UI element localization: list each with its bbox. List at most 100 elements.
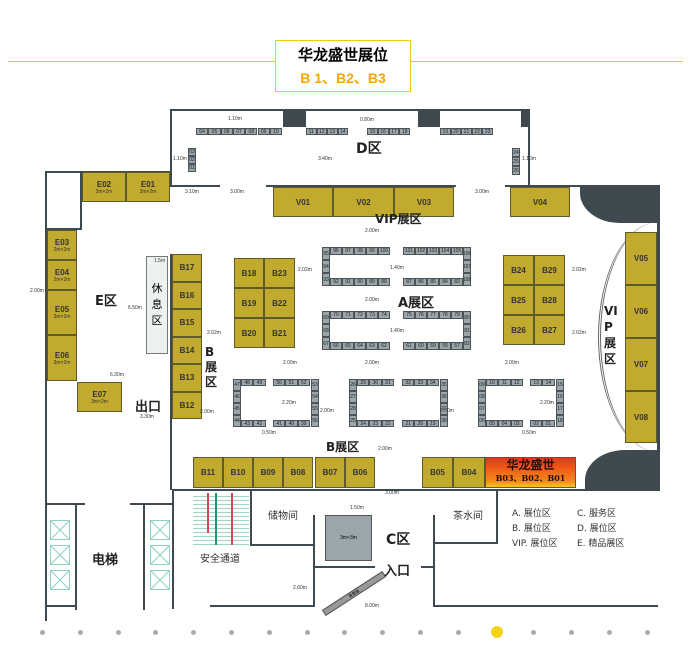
- small-booth-43[interactable]: 43: [241, 420, 254, 427]
- pagination-dot[interactable]: [531, 630, 537, 635]
- booth-B21[interactable]: B21: [264, 318, 295, 348]
- pagination-dot[interactable]: [304, 630, 310, 635]
- small-booth-92[interactable]: 92: [330, 278, 342, 286]
- pagination-dot[interactable]: [266, 630, 272, 635]
- booth-B12[interactable]: B12: [172, 391, 202, 419]
- small-booth-60[interactable]: 60: [415, 342, 427, 350]
- booth-V01[interactable]: V01: [273, 187, 333, 217]
- small-booth-11[interactable]: 11: [306, 128, 317, 135]
- booth-B23[interactable]: B23: [264, 258, 295, 288]
- small-booth-16[interactable]: 16: [556, 391, 564, 403]
- small-booth-83[interactable]: 83: [451, 278, 463, 286]
- booth-B10[interactable]: B10: [223, 457, 253, 488]
- small-booth-76[interactable]: 76: [415, 311, 427, 319]
- small-booth-63[interactable]: 63: [366, 342, 378, 350]
- small-booth-17[interactable]: 17: [388, 128, 400, 135]
- small-booth-05[interactable]: 05: [486, 420, 499, 427]
- booth-V07[interactable]: V07: [625, 338, 657, 391]
- small-booth-27[interactable]: 27: [349, 391, 357, 403]
- small-booth-08[interactable]: 08: [478, 391, 486, 403]
- booth-B26[interactable]: B26: [503, 315, 534, 345]
- booth-B04[interactable]: B04: [453, 457, 485, 488]
- small-booth-45[interactable]: 45: [233, 403, 241, 415]
- small-booth-17[interactable]: 17: [556, 403, 564, 415]
- small-booth-18[interactable]: 18: [399, 128, 411, 135]
- small-booth-98[interactable]: 98: [354, 247, 366, 255]
- booth-V04[interactable]: V04: [510, 187, 570, 217]
- pagination-dot[interactable]: [191, 630, 197, 635]
- small-booth-97[interactable]: 97: [342, 247, 354, 255]
- pagination-dot[interactable]: [229, 630, 234, 635]
- booth-B20[interactable]: B20: [234, 318, 264, 348]
- small-booth-49[interactable]: 49: [253, 379, 266, 386]
- small-booth-48[interactable]: 48: [241, 379, 254, 386]
- small-booth-94[interactable]: 94: [322, 260, 330, 273]
- booth-B08[interactable]: B08: [283, 457, 313, 488]
- small-booth-25[interactable]: 25: [512, 157, 520, 166]
- small-booth-04[interactable]: 04: [196, 128, 209, 135]
- small-booth-50[interactable]: 50: [273, 379, 286, 386]
- small-booth-72[interactable]: 72: [354, 311, 366, 319]
- small-booth-05[interactable]: 05: [208, 128, 221, 135]
- small-booth-01[interactable]: 01: [188, 164, 196, 172]
- small-booth-32[interactable]: 32: [402, 379, 415, 386]
- small-booth-13[interactable]: 13: [530, 379, 543, 386]
- booth-V02[interactable]: V02: [333, 187, 394, 217]
- small-booth-102[interactable]: 102: [415, 247, 427, 255]
- small-booth-19[interactable]: 19: [440, 128, 451, 135]
- small-booth-81[interactable]: 81: [463, 324, 471, 337]
- pagination-dot[interactable]: [418, 630, 423, 635]
- small-booth-28[interactable]: 28: [349, 403, 357, 415]
- small-booth-06[interactable]: 06: [220, 128, 233, 135]
- small-booth-71[interactable]: 71: [342, 311, 354, 319]
- small-booth-31[interactable]: 31: [381, 379, 394, 386]
- small-booth-30[interactable]: 30: [369, 379, 382, 386]
- small-booth-78[interactable]: 78: [439, 311, 451, 319]
- small-booth-12[interactable]: 12: [510, 379, 523, 386]
- small-booth-34[interactable]: 34: [426, 379, 439, 386]
- small-booth-02[interactable]: 02: [188, 156, 196, 164]
- small-booth-68[interactable]: 68: [322, 324, 330, 337]
- small-booth-46[interactable]: 46: [233, 391, 241, 403]
- small-booth-01[interactable]: 01: [542, 420, 555, 427]
- small-booth-40[interactable]: 40: [285, 420, 298, 427]
- small-booth-03[interactable]: 03: [510, 420, 523, 427]
- small-booth-22[interactable]: 22: [471, 128, 483, 135]
- booth-B24[interactable]: B24: [503, 255, 534, 285]
- small-booth-57[interactable]: 57: [451, 342, 463, 350]
- booth-V06[interactable]: V06: [625, 285, 657, 338]
- small-booth-65[interactable]: 65: [342, 342, 354, 350]
- small-booth-15[interactable]: 15: [556, 379, 564, 391]
- small-booth-90[interactable]: 90: [354, 278, 366, 286]
- featured-booth[interactable]: 华龙盛世 B03、B02、B01: [485, 457, 576, 488]
- small-booth-41[interactable]: 41: [273, 420, 286, 427]
- booth-B15[interactable]: B15: [172, 309, 202, 337]
- small-booth-20[interactable]: 20: [450, 128, 462, 135]
- small-booth-39[interactable]: 39: [297, 420, 310, 427]
- small-booth-02[interactable]: 02: [530, 420, 543, 427]
- small-booth-100[interactable]: 100: [378, 247, 390, 255]
- pagination-dot[interactable]: [115, 630, 121, 635]
- small-booth-33[interactable]: 33: [414, 379, 427, 386]
- small-booth-66[interactable]: 66: [330, 342, 342, 350]
- pagination-dot[interactable]: [455, 630, 461, 635]
- small-booth-20[interactable]: 20: [414, 420, 427, 427]
- small-booth-64[interactable]: 64: [354, 342, 366, 350]
- booth-V05[interactable]: V05: [625, 232, 657, 285]
- small-booth-42[interactable]: 42: [253, 420, 266, 427]
- small-booth-58[interactable]: 58: [439, 342, 451, 350]
- booth-B28[interactable]: B28: [534, 285, 565, 315]
- small-booth-23[interactable]: 23: [369, 420, 382, 427]
- small-booth-61[interactable]: 61: [403, 342, 415, 350]
- small-booth-29[interactable]: 29: [357, 379, 370, 386]
- pagination-dot[interactable]: [607, 630, 612, 635]
- booth-B27[interactable]: B27: [534, 315, 565, 345]
- booth-V03[interactable]: V03: [394, 187, 454, 217]
- small-booth-69[interactable]: 69: [322, 311, 330, 324]
- small-booth-62[interactable]: 62: [378, 342, 390, 350]
- small-booth-104[interactable]: 104: [439, 247, 451, 255]
- small-booth-44[interactable]: 44: [233, 415, 241, 427]
- booth-B29[interactable]: B29: [534, 255, 565, 285]
